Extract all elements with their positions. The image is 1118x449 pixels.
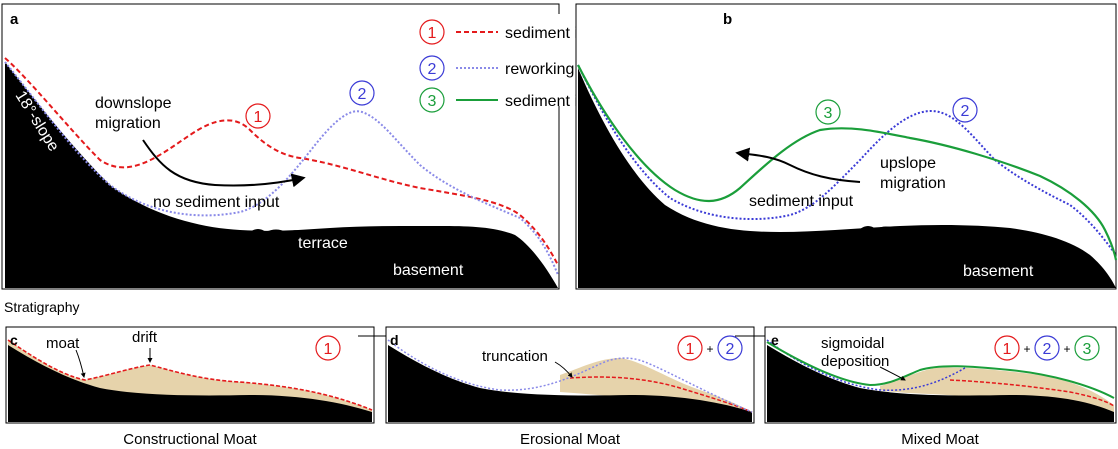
marker-2-b [952, 97, 978, 123]
upslope-label-1: upslope [880, 155, 936, 172]
vscale-label-a: 2 cm [25, 215, 42, 248]
hscale-label-b: 20 cm [648, 248, 692, 265]
panel-e-basement [767, 345, 1114, 422]
no-input-label: no sediment input [153, 194, 280, 211]
legend-num-1: 1 [428, 25, 437, 42]
panel-c-letter: c [10, 332, 18, 348]
panel-b-letter: b [723, 11, 732, 28]
panel-c-basement [8, 345, 372, 422]
moat-label: moat [46, 335, 80, 352]
panel-a-terrace-bumps [250, 229, 396, 240]
panel-b-basement [578, 68, 1116, 288]
upslope-label-2: migration [880, 175, 946, 192]
terrace-label: terrace [298, 235, 348, 252]
phase2-line-e [766, 339, 966, 391]
downslope-label-1: downslope [95, 95, 172, 112]
marker-1-a [245, 103, 271, 129]
badge-d-1-num: 1 [686, 341, 695, 358]
hscale-label-a: 20 cm [88, 248, 132, 265]
downslope-label-2: migration [95, 115, 161, 132]
panel-e-letter: e [771, 332, 779, 348]
badge-d-2 [717, 335, 743, 361]
moat-arrow [75, 349, 86, 378]
panel-b: b upslope migration sediment input basem… [575, 3, 1118, 290]
truncation-label: truncation [482, 348, 548, 365]
plus-d: + [706, 342, 713, 356]
phase2-line-a [4, 61, 559, 276]
panel-a-basement [5, 62, 558, 288]
sigmoidal-label-2: deposition [821, 353, 889, 370]
panel-d-sediment [560, 358, 752, 414]
basement-label-b: basement [963, 263, 1034, 280]
panel-c-sediment [8, 340, 372, 414]
sigmoidal-arrow [879, 366, 906, 381]
marker-2-b-num: 2 [961, 103, 970, 120]
legend-badge-3 [419, 87, 445, 113]
panel-a-letter: a [10, 11, 19, 28]
phase1-line-d [569, 376, 753, 413]
marker-2-a [349, 80, 375, 106]
badge-c-1-num: 1 [324, 341, 333, 358]
badge-d-2-num: 2 [726, 341, 735, 358]
drift-label: drift [132, 329, 158, 346]
legend-badge-1 [419, 19, 445, 45]
caption-d: Erosional Moat [520, 431, 621, 448]
downslope-arrow [142, 139, 306, 188]
badge-e-1-num: 1 [1003, 341, 1012, 358]
panel-d-basement [388, 345, 752, 422]
upslope-arrow [735, 147, 861, 183]
phase3-line-e [766, 341, 1115, 399]
legend-num-3: 3 [428, 93, 437, 110]
legend-badge-2 [419, 55, 445, 81]
phase1-line-a [4, 57, 559, 266]
badge-d-1 [677, 335, 703, 361]
panel-e: e sigmoidal deposition 1 + 2 + 3 [764, 326, 1117, 424]
panel-d-letter: d [390, 332, 399, 348]
panel-d: d truncation 1 + 2 [385, 326, 755, 424]
caption-c: Constructional Moat [123, 431, 257, 448]
plus-e-2: + [1063, 342, 1070, 356]
marker-3-b [815, 99, 841, 125]
badge-e-2 [1034, 335, 1060, 361]
marker-2-a-num: 2 [358, 86, 367, 103]
truncation-arrow [554, 361, 573, 378]
sigmoidal-label-1: sigmoidal [821, 335, 884, 352]
marker-3-b-num: 3 [824, 105, 833, 122]
phase2-line-d [387, 339, 753, 413]
vscale-label-b: 2 cm [595, 215, 612, 248]
badge-c-1 [315, 335, 341, 361]
phase3-line-b [577, 64, 1118, 261]
panel-b-terrace-bumps [860, 226, 960, 236]
badge-e-2-num: 2 [1043, 341, 1052, 358]
basement-label-a: basement [393, 262, 464, 279]
badge-e-1 [994, 335, 1020, 361]
caption-e: Mixed Moat [901, 431, 979, 448]
phase1-line-e [949, 379, 1115, 407]
phase1-line-c [7, 339, 373, 411]
sediment-input-label: sediment input [749, 193, 854, 210]
panel-c: c moat drift 1 [5, 326, 375, 424]
legend-num-2: 2 [428, 61, 437, 78]
plus-e-1: + [1023, 342, 1030, 356]
marker-1-a-num: 1 [254, 109, 263, 126]
badge-e-3 [1074, 335, 1100, 361]
stratigraphy-label: Stratigraphy [4, 299, 79, 315]
badge-e-3-num: 3 [1083, 341, 1092, 358]
